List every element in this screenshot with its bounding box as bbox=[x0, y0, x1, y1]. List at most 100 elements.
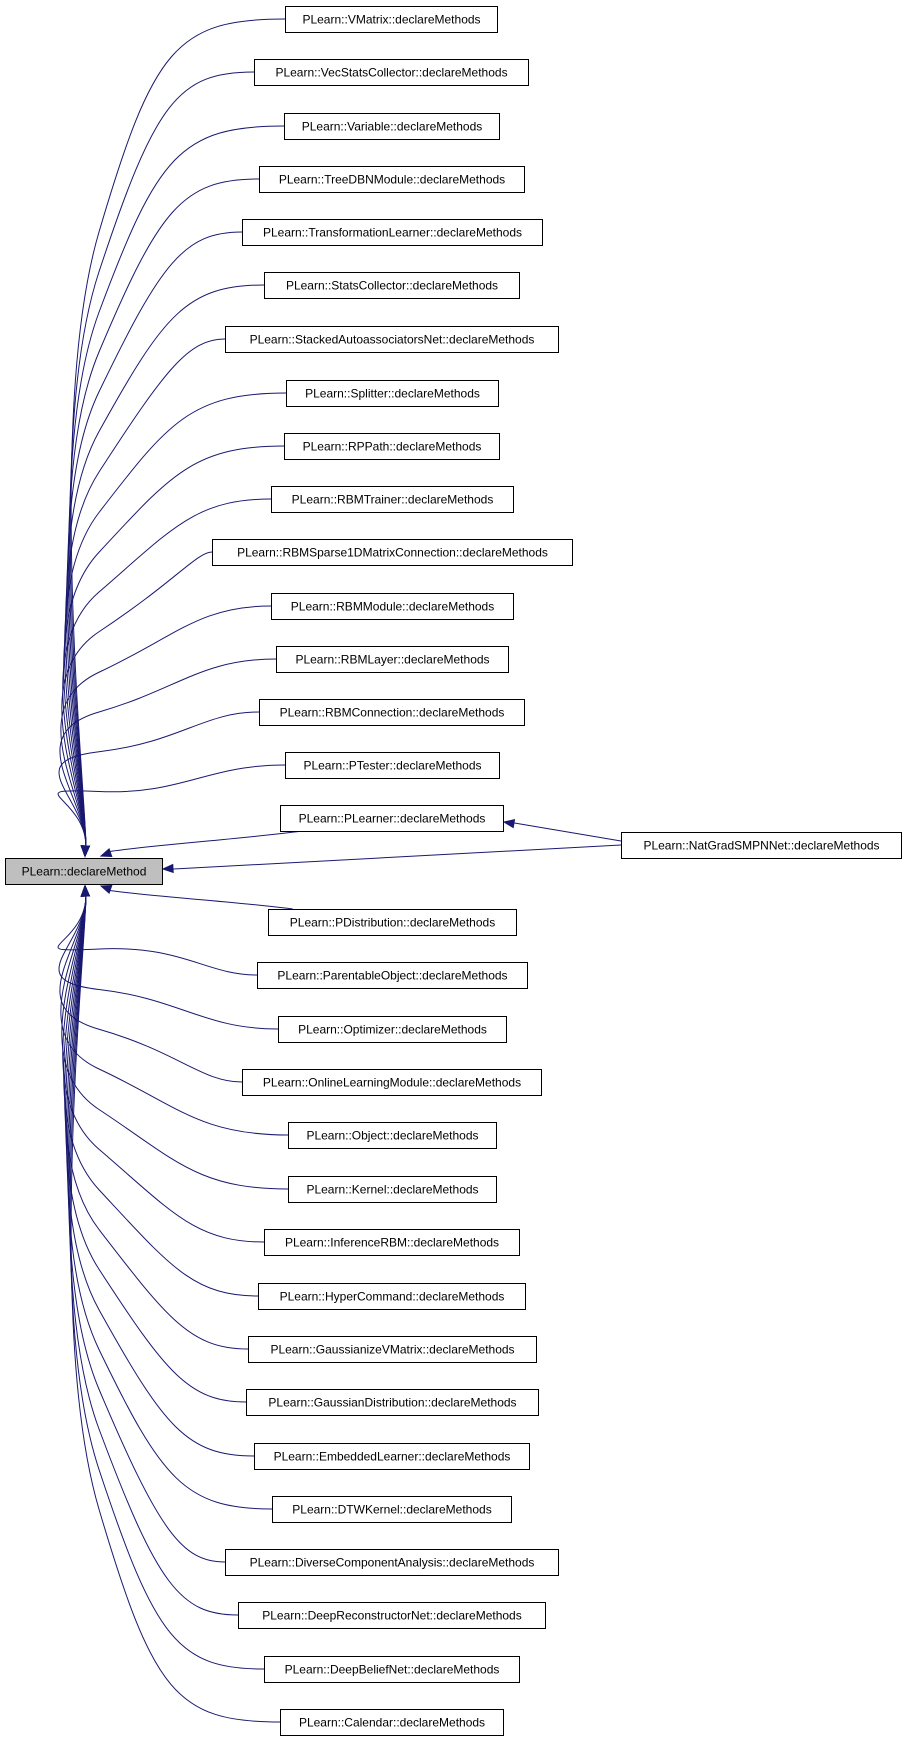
node-label: PLearn::Object::declareMethods bbox=[306, 1129, 478, 1143]
node-box[interactable] bbox=[264, 1656, 520, 1683]
node-dtwkernel[interactable]: PLearn::DTWKernel::declareMethods bbox=[272, 1496, 512, 1523]
node-root-label: PLearn::declareMethod bbox=[22, 865, 147, 879]
node-rbmconnection[interactable]: PLearn::RBMConnection::declareMethods bbox=[259, 699, 525, 726]
node-parentable[interactable]: PLearn::ParentableObject::declareMethods bbox=[257, 962, 528, 989]
node-label: PLearn::PTester::declareMethods bbox=[303, 759, 481, 773]
node-box[interactable] bbox=[254, 1443, 530, 1470]
node-box[interactable] bbox=[264, 1229, 520, 1256]
node-deeprecon[interactable]: PLearn::DeepReconstructorNet::declareMet… bbox=[238, 1602, 546, 1629]
edge-inferencerbm-to-root bbox=[62, 894, 265, 1243]
node-optimizer[interactable]: PLearn::Optimizer::declareMethods bbox=[278, 1016, 507, 1043]
edge-treedbn-to-root bbox=[67, 178, 260, 848]
node-box[interactable] bbox=[271, 593, 514, 620]
node-label: PLearn::Variable::declareMethods bbox=[302, 120, 483, 134]
node-box[interactable] bbox=[288, 1122, 497, 1149]
edge-gaussiandist-to-root bbox=[65, 894, 247, 1403]
arrowhead-ptester-to-root bbox=[80, 845, 91, 858]
node-box[interactable] bbox=[254, 59, 529, 86]
node-label: PLearn::VMatrix::declareMethods bbox=[302, 13, 480, 27]
node-pdistribution[interactable]: PLearn::PDistribution::declareMethods bbox=[268, 909, 517, 936]
node-box[interactable] bbox=[272, 1496, 512, 1523]
node-rbmlayer[interactable]: PLearn::RBMLayer::declareMethods bbox=[276, 646, 509, 673]
edge-deeprecon-to-root bbox=[68, 894, 239, 1616]
node-deepbelief[interactable]: PLearn::DeepBeliefNet::declareMethods bbox=[264, 1656, 520, 1683]
node-label: PLearn::RBMSparse1DMatrixConnection::dec… bbox=[237, 546, 548, 560]
node-natgrad[interactable]: PLearn::NatGradSMPNNet::declareMethods bbox=[621, 832, 902, 859]
node-calendar[interactable]: PLearn::Calendar::declareMethods bbox=[280, 1709, 504, 1736]
node-gaussianize[interactable]: PLearn::GaussianizeVMatrix::declareMetho… bbox=[248, 1336, 537, 1363]
node-box[interactable] bbox=[248, 1336, 537, 1363]
node-label: PLearn::HyperCommand::declareMethods bbox=[280, 1290, 505, 1304]
node-gaussiandist[interactable]: PLearn::GaussianDistribution::declareMet… bbox=[246, 1389, 539, 1416]
node-statscollector[interactable]: PLearn::StatsCollector::declareMethods bbox=[264, 272, 520, 299]
edges-layer bbox=[57, 18, 622, 1723]
node-inferencerbm[interactable]: PLearn::InferenceRBM::declareMethods bbox=[264, 1229, 520, 1256]
node-box[interactable] bbox=[284, 433, 500, 460]
node-object[interactable]: PLearn::Object::declareMethods bbox=[288, 1122, 497, 1149]
node-box[interactable] bbox=[280, 1709, 504, 1736]
node-box[interactable] bbox=[212, 539, 573, 566]
node-box[interactable] bbox=[276, 646, 509, 673]
node-box[interactable] bbox=[271, 486, 514, 513]
node-root-box[interactable] bbox=[5, 858, 163, 885]
node-box[interactable] bbox=[259, 699, 525, 726]
node-plearner[interactable]: PLearn::PLearner::declareMethods bbox=[280, 805, 504, 832]
node-rppath[interactable]: PLearn::RPPath::declareMethods bbox=[284, 433, 500, 460]
node-box[interactable] bbox=[246, 1389, 539, 1416]
node-label: PLearn::PDistribution::declareMethods bbox=[290, 916, 495, 930]
arrowhead-natgrad-to-plearner bbox=[502, 819, 516, 829]
node-root[interactable]: PLearn::declareMethod bbox=[5, 858, 163, 885]
node-ptester[interactable]: PLearn::PTester::declareMethods bbox=[285, 752, 500, 779]
edge-vmatrix-to-root bbox=[70, 18, 286, 848]
node-box[interactable] bbox=[238, 1602, 546, 1629]
edge-rbmmodule-to-root bbox=[60, 605, 272, 848]
node-box[interactable] bbox=[278, 1016, 507, 1043]
node-diverse[interactable]: PLearn::DiverseComponentAnalysis::declar… bbox=[225, 1549, 559, 1576]
node-box[interactable] bbox=[257, 962, 528, 989]
edge-kernel-to-root bbox=[61, 894, 289, 1190]
node-box[interactable] bbox=[242, 1069, 542, 1096]
node-box[interactable] bbox=[259, 166, 525, 193]
node-stackedauto[interactable]: PLearn::StackedAutoassociatorsNet::decla… bbox=[225, 326, 559, 353]
node-label: PLearn::InferenceRBM::declareMethods bbox=[285, 1236, 499, 1250]
node-rbmsparse[interactable]: PLearn::RBMSparse1DMatrixConnection::dec… bbox=[212, 539, 573, 566]
node-variable[interactable]: PLearn::Variable::declareMethods bbox=[284, 113, 500, 140]
node-label: PLearn::Kernel::declareMethods bbox=[306, 1183, 478, 1197]
node-treedbn[interactable]: PLearn::TreeDBNModule::declareMethods bbox=[259, 166, 525, 193]
node-box[interactable] bbox=[285, 752, 500, 779]
node-box[interactable] bbox=[284, 113, 500, 140]
node-box[interactable] bbox=[621, 832, 902, 859]
node-box[interactable] bbox=[258, 1283, 526, 1310]
node-box[interactable] bbox=[285, 6, 498, 33]
node-label: PLearn::DiverseComponentAnalysis::declar… bbox=[250, 1556, 535, 1570]
edge-embedded-to-root bbox=[65, 894, 255, 1457]
node-hypercommand[interactable]: PLearn::HyperCommand::declareMethods bbox=[258, 1283, 526, 1310]
node-box[interactable] bbox=[286, 380, 499, 407]
node-box[interactable] bbox=[268, 909, 517, 936]
node-vecstats[interactable]: PLearn::VecStatsCollector::declareMethod… bbox=[254, 59, 529, 86]
node-embedded[interactable]: PLearn::EmbeddedLearner::declareMethods bbox=[254, 1443, 530, 1470]
arrowhead-pdistribution-to-root bbox=[99, 884, 113, 894]
node-label: PLearn::Splitter::declareMethods bbox=[305, 387, 480, 401]
node-label: PLearn::EmbeddedLearner::declareMethods bbox=[274, 1450, 511, 1464]
node-label: PLearn::Optimizer::declareMethods bbox=[298, 1023, 487, 1037]
node-box[interactable] bbox=[264, 272, 520, 299]
node-box[interactable] bbox=[225, 1549, 559, 1576]
node-box[interactable] bbox=[288, 1176, 497, 1203]
node-box[interactable] bbox=[280, 805, 504, 832]
node-label: PLearn::RBMConnection::declareMethods bbox=[280, 706, 505, 720]
node-transformation[interactable]: PLearn::TransformationLearner::declareMe… bbox=[242, 219, 543, 246]
edge-pdistribution-to-root bbox=[106, 889, 293, 910]
node-label: PLearn::TreeDBNModule::declareMethods bbox=[279, 173, 505, 187]
node-rbmtrainer[interactable]: PLearn::RBMTrainer::declareMethods bbox=[271, 486, 514, 513]
node-rbmmodule[interactable]: PLearn::RBMModule::declareMethods bbox=[271, 593, 514, 620]
node-label: PLearn::GaussianDistribution::declareMet… bbox=[268, 1396, 516, 1410]
node-onlinelearning[interactable]: PLearn::OnlineLearningModule::declareMet… bbox=[242, 1069, 542, 1096]
node-splitter[interactable]: PLearn::Splitter::declareMethods bbox=[286, 380, 499, 407]
node-box[interactable] bbox=[225, 326, 559, 353]
node-kernel[interactable]: PLearn::Kernel::declareMethods bbox=[288, 1176, 497, 1203]
node-box[interactable] bbox=[242, 219, 543, 246]
node-label: PLearn::Calendar::declareMethods bbox=[299, 1716, 485, 1730]
node-vmatrix[interactable]: PLearn::VMatrix::declareMethods bbox=[285, 6, 498, 33]
